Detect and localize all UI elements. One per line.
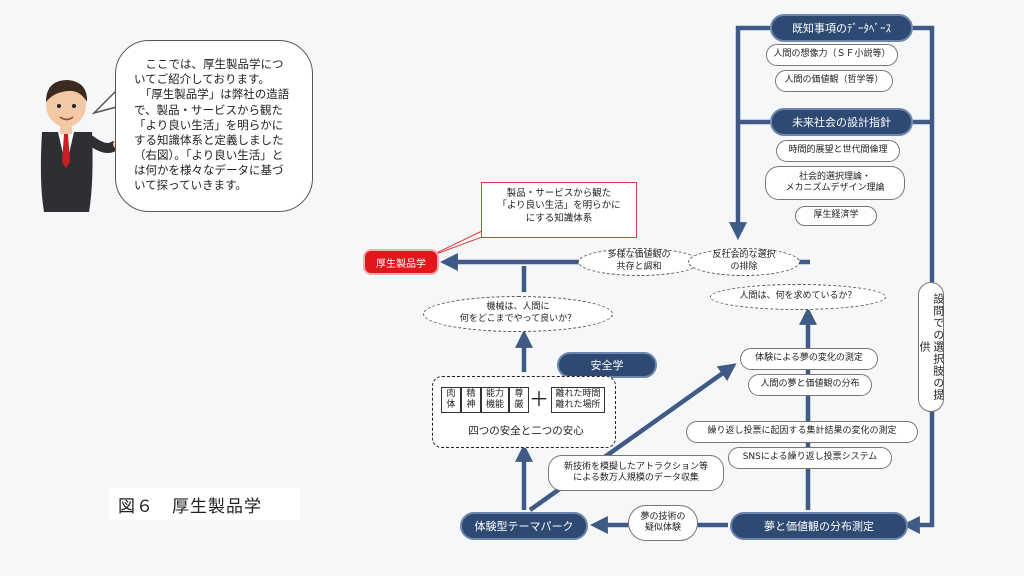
- dream-distribution-node: 人間の夢と価値観の分布: [748, 374, 872, 396]
- repeat-vote-result-node: 繰り返し投票に起因する集計結果の変化の測定: [686, 421, 918, 443]
- human-imagination-node: 人間の想像力（ＳＦ小説等）: [766, 44, 898, 66]
- known-database-node: 既知事項のﾃﾞｰﾀﾍﾞｰｽ: [770, 14, 913, 42]
- theme-park-node: 体験型テーマパーク: [460, 512, 588, 540]
- question-choices-label: 設問での選択肢の提供: [918, 282, 945, 412]
- antisocial-exclusion-node: 反社会的な選択 の排除: [688, 248, 800, 276]
- coexistence-node: 多様な価値観の 共存と調和: [578, 248, 700, 276]
- speech-bubble: ここでは、厚生製品学についてご紹介しております。 「厚生製品学」は弊社の造語で、…: [115, 40, 313, 212]
- safety-science-node: 安全学: [557, 352, 657, 378]
- dream-value-measurement-node: 夢と価値観の分布測定: [730, 512, 908, 540]
- arrow-db-right: [901, 25, 935, 534]
- mind-cell: 精 神: [461, 387, 481, 413]
- dream-tech-experience-node: 夢の技術の 疑似体験: [628, 505, 698, 541]
- time-ethics-node: 時間的展望と世代間倫理: [776, 140, 900, 162]
- presenter-illustration: [40, 80, 123, 212]
- definition-callout: 製品・サービスから観た 「より良い生活」を明らかに にする知識体系: [481, 182, 637, 238]
- safety-group: 肉 体 精 神 能力 機能 尊 厳 ＋ 離れた時間 離れた場所 四つの安全と二つ…: [432, 376, 616, 448]
- future-society-design-node: 未来社会の設計指針: [770, 108, 913, 136]
- four-safety-label: 四つの安全と二つの安心: [468, 425, 584, 437]
- plus-sign: ＋: [529, 387, 549, 411]
- dream-change-node: 体験による夢の変化の測定: [740, 348, 878, 370]
- dignity-cell: 尊 厳: [509, 387, 529, 413]
- kosei-product-science-node: 厚生製品学: [365, 251, 437, 273]
- figure-title: 図６ 厚生製品学: [110, 488, 300, 520]
- sns-vote-node: SNSによる繰り返し投票システム: [728, 447, 892, 469]
- distance-cell: 離れた時間 離れた場所: [551, 387, 605, 413]
- welfare-economics-node: 厚生経済学: [795, 206, 877, 226]
- social-choice-node: 社会的選択理論・ メカニズムデザイン理論: [765, 166, 905, 200]
- arrow-db-left: [729, 25, 770, 241]
- ability-cell: 能力 機能: [481, 387, 509, 413]
- body-cell: 肉 体: [441, 387, 461, 413]
- human-values-node: 人間の価値観（哲学等）: [775, 70, 893, 92]
- machine-limits-node: 機械は、人間に 何をどこまでやって良いか？: [423, 296, 613, 332]
- new-tech-attraction-node: 新技術を模擬したアトラクション等 による数万人規模のデータ収集: [548, 455, 724, 491]
- what-humans-seek-node: 人間は、何を求めているか？: [710, 284, 886, 310]
